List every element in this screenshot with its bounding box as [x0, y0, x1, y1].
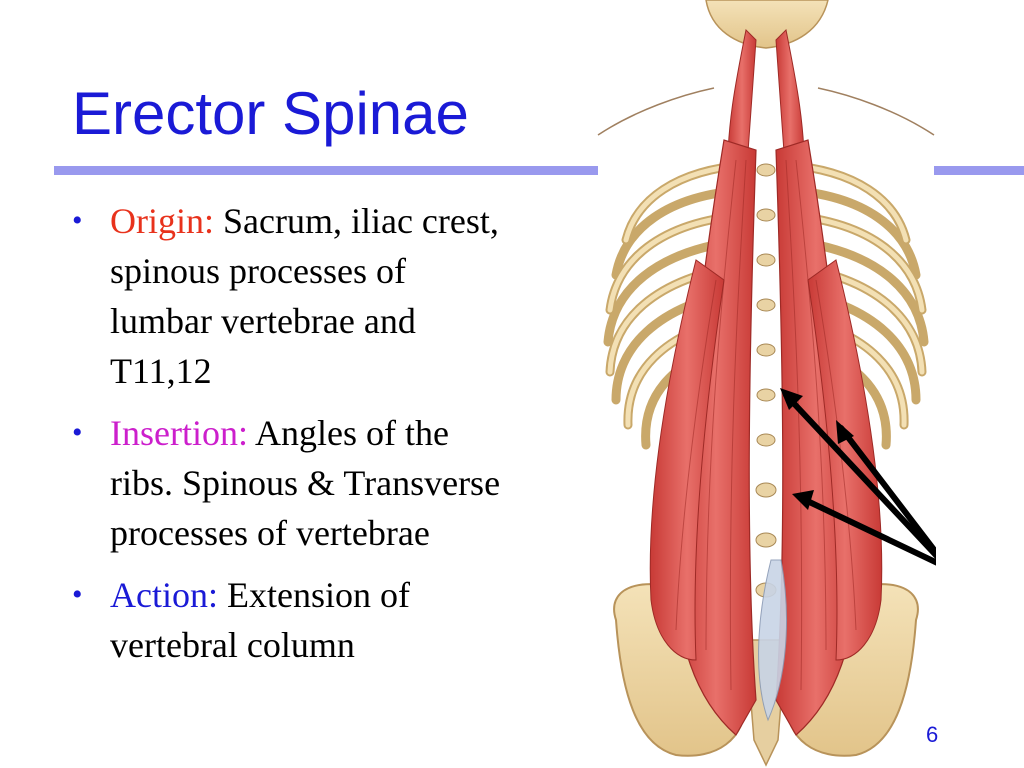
bullet-insertion: • Insertion: Angles of the ribs. Spinous…	[72, 408, 512, 558]
title-rule-left	[54, 166, 598, 175]
action-label: Action:	[110, 575, 218, 615]
slide-title: Erector Spinae	[72, 80, 469, 147]
origin-text: Sacrum, iliac crest, spinous processes o…	[110, 201, 499, 391]
action-text: Extension of vertebral column	[110, 575, 410, 665]
origin-label: Origin:	[110, 201, 214, 241]
bullet-list: • Origin: Sacrum, iliac crest, spinous p…	[72, 196, 512, 682]
bullet-origin: • Origin: Sacrum, iliac crest, spinous p…	[72, 196, 512, 396]
insertion-text: Angles of the ribs. Spinous & Transverse…	[110, 413, 501, 553]
bullet-dot: •	[72, 416, 83, 449]
bullet-dot: •	[72, 578, 83, 611]
bullet-dot: •	[72, 204, 83, 237]
insertion-label: Insertion:	[110, 413, 248, 453]
title-rule-right	[934, 166, 1024, 175]
page-number: 6	[926, 722, 939, 747]
bullet-action: • Action: Extension of vertebral column	[72, 570, 512, 670]
erector-spinae-anatomy-illustration	[597, 0, 936, 767]
